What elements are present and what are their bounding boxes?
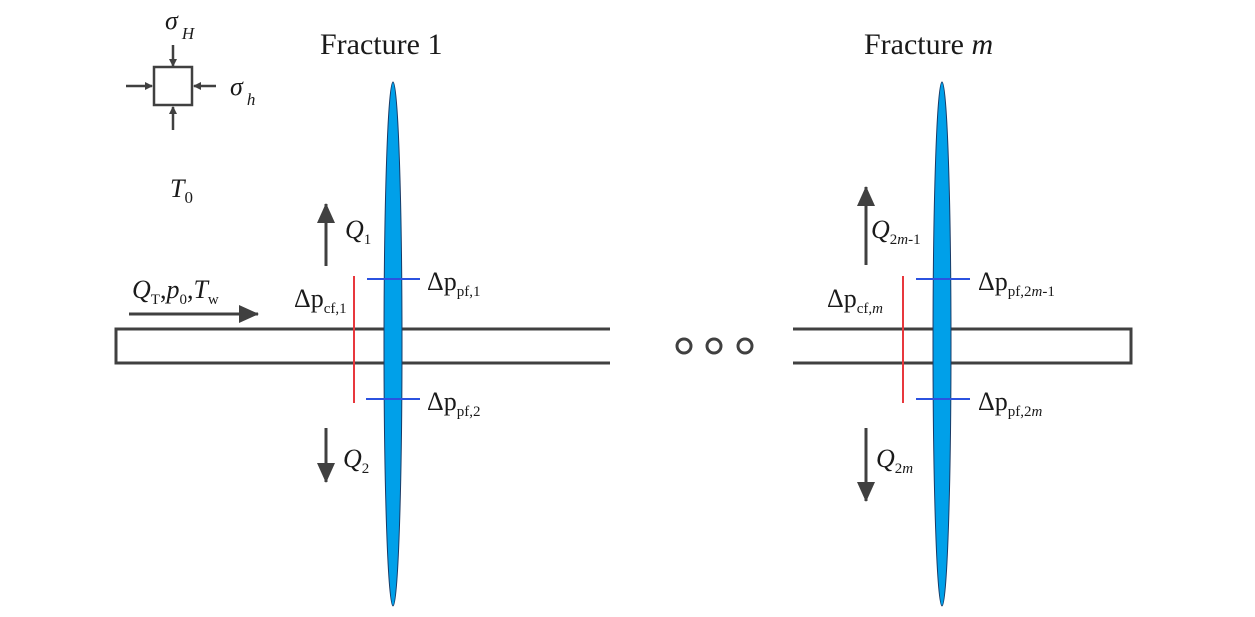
fracture-m-flow-up-label: Q2m-1 xyxy=(871,215,921,248)
fracture-m-upper-perforation-label: Δppf,2m-1 xyxy=(978,267,1055,300)
fracture-1-lower-perforation-label: Δppf,2 xyxy=(427,387,480,420)
wellbore-left-segment xyxy=(114,327,610,365)
fracture-1-flow-down-label: Q2 xyxy=(343,444,369,477)
fracture-1-cluster-drop-label: Δpcf,1 xyxy=(294,284,347,317)
ellipsis-icon xyxy=(675,337,754,355)
initial-temperature-label: T0 xyxy=(170,174,193,207)
fracture-m-title: Fracture m xyxy=(864,28,993,61)
fracture-m-body xyxy=(932,81,952,607)
fracture-1-body xyxy=(383,81,403,607)
wellbore-right-segment xyxy=(793,327,1133,365)
fracture-1-upper-perforation-label: Δppf,1 xyxy=(427,267,480,300)
fracture-m-lower-perforation-label: Δppf,2m xyxy=(978,387,1042,420)
fracture-1-title: Fracture 1 xyxy=(320,28,442,61)
fracture-m-flow-down-label: Q2m xyxy=(876,444,913,477)
fracture-m-cluster-drop-label: Δpcf,m xyxy=(827,284,883,317)
stress-square-icon xyxy=(126,45,216,130)
inlet-conditions-label: QT,p0,Tw xyxy=(132,275,219,308)
fracture-1-flow-up-label: Q1 xyxy=(345,215,371,248)
